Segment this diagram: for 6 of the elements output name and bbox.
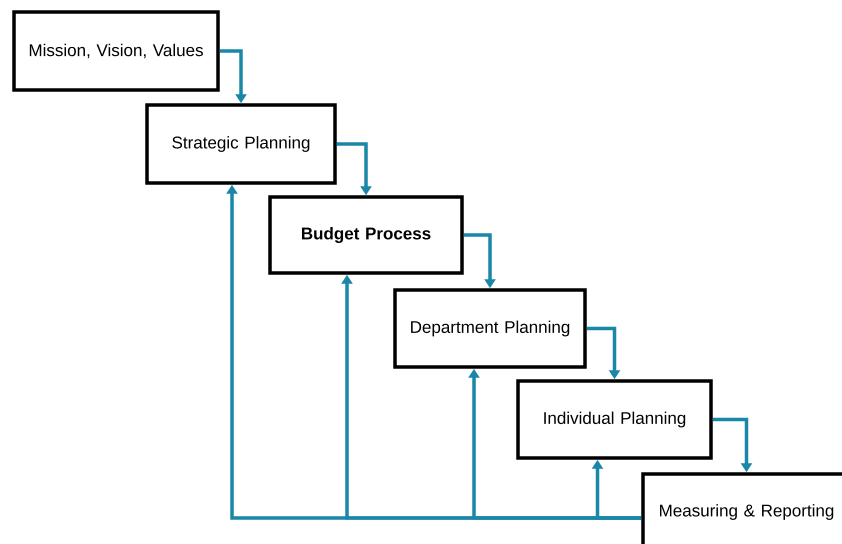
- process-box: Measuring & Reporting: [641, 472, 842, 544]
- process-box: Mission, Vision, Values: [12, 10, 220, 92]
- process-box: Individual Planning: [516, 379, 713, 460]
- process-box: Strategic Planning: [145, 103, 337, 185]
- process-box: Department Planning: [393, 288, 587, 369]
- process-box: Budget Process: [268, 195, 464, 275]
